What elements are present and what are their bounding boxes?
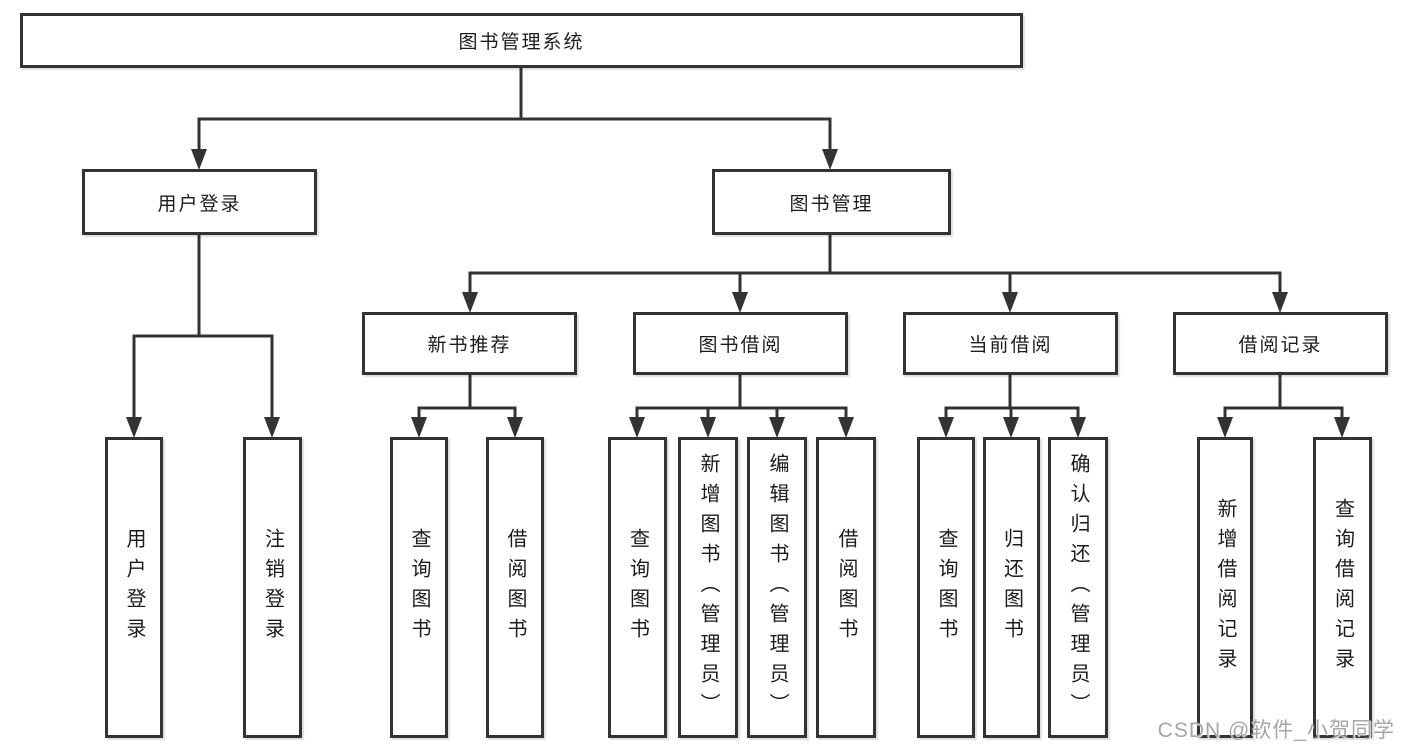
leaf-borrow-books-borrow: 借阅图书 <box>816 437 876 738</box>
leaf-query-books-current: 查询图书 <box>917 437 975 738</box>
leaf-logout: 注销登录 <box>243 437 302 738</box>
leaf-borrow-books-recommend: 借阅图书 <box>486 437 544 738</box>
leaf-confirm-return-admin: 确认归还（管理员） <box>1048 437 1108 738</box>
node-label: 归还图书 <box>1000 527 1023 648</box>
leaf-query-books-borrow: 查询图书 <box>608 437 667 738</box>
node-label: 图书管理系统 <box>458 32 585 53</box>
node-label: 用户登录 <box>157 193 242 215</box>
node-label: 查询图书 <box>626 527 649 648</box>
csdn-watermark: CSDN @软件_小贺同学 <box>1157 719 1395 742</box>
arrowheads-leaves <box>126 417 1350 438</box>
node-label: 借阅记录 <box>1238 335 1323 356</box>
leaf-query-borrow-record: 查询借阅记录 <box>1313 437 1372 738</box>
node-book-management: 图书管理 <box>712 169 951 235</box>
node-label: 借阅图书 <box>835 527 857 648</box>
node-label: 图书借阅 <box>698 335 783 356</box>
leaf-add-books-admin: 新增图书（管理员） <box>678 437 738 738</box>
leaf-edit-books-admin: 编辑图书（管理员） <box>747 437 807 738</box>
node-book-borrowing: 图书借阅 <box>633 312 848 375</box>
leaf-add-borrow-record: 新增借阅记录 <box>1197 437 1253 738</box>
leaf-query-books-recommend: 查询图书 <box>390 437 448 738</box>
node-label: 当前借阅 <box>968 335 1053 356</box>
node-label: 图书管理 <box>789 193 874 215</box>
node-label: 查询借阅记录 <box>1331 497 1354 678</box>
node-label: 查询图书 <box>408 527 430 648</box>
node-new-book-recommendation: 新书推荐 <box>362 312 577 375</box>
node-label: 新书推荐 <box>427 335 512 356</box>
node-label: 查询图书 <box>935 527 957 648</box>
node-label: 注销登录 <box>261 527 284 648</box>
node-borrowing-records: 借阅记录 <box>1173 312 1388 375</box>
node-label: 编辑图书（管理员） <box>766 452 788 723</box>
node-label: 用户登录 <box>123 527 145 648</box>
leaf-return-books: 归还图书 <box>983 437 1040 738</box>
arrowheads-level3 <box>462 292 1288 313</box>
leaf-user-login: 用户登录 <box>105 437 163 738</box>
node-library-management-system: 图书管理系统 <box>20 13 1023 68</box>
node-current-borrowing: 当前借阅 <box>903 312 1118 375</box>
node-user-login: 用户登录 <box>82 169 317 235</box>
arrowheads-level2 <box>191 149 838 170</box>
node-label: 借阅图书 <box>504 527 526 648</box>
node-label: 新增图书（管理员） <box>697 452 719 723</box>
node-label: 新增借阅记录 <box>1214 497 1236 678</box>
node-label: 确认归还（管理员） <box>1067 452 1089 723</box>
